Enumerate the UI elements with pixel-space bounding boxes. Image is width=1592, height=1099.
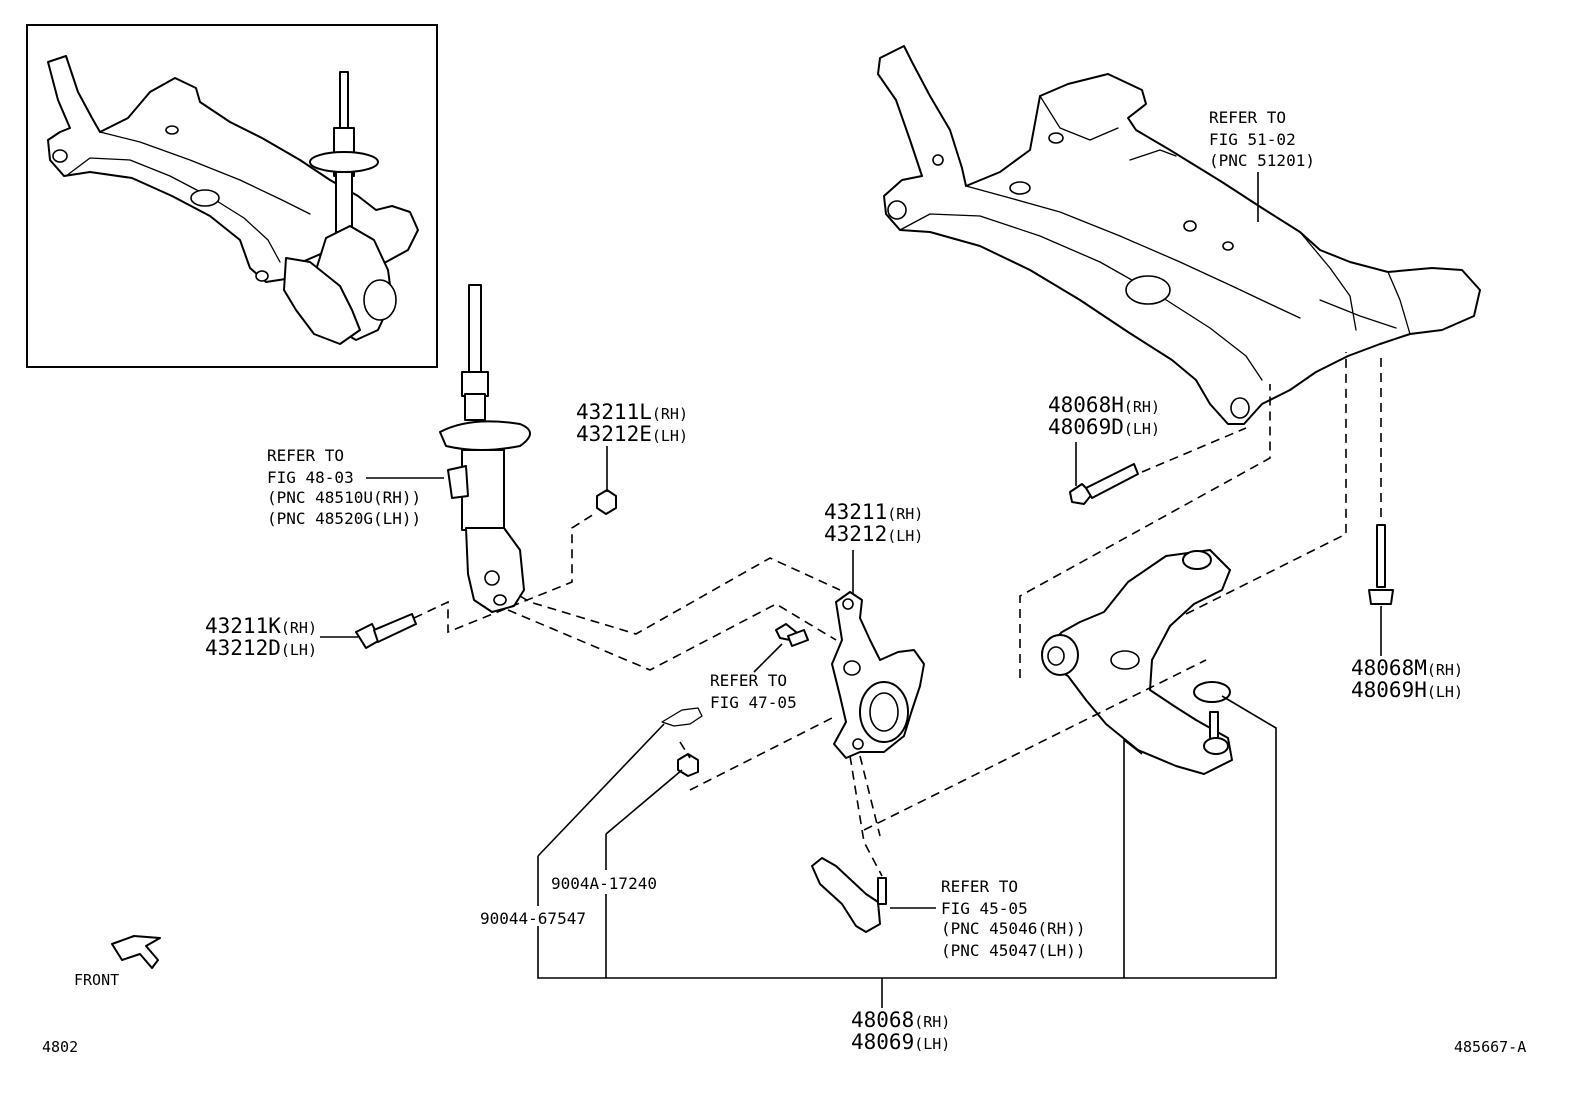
pn-90044-67547: 90044-67547 — [480, 909, 586, 928]
pn-43212E: 43212E(LH) — [576, 422, 688, 446]
ref-tierod-line4: (PNC 45047(LH)) — [941, 941, 1086, 960]
pn-43212D: 43212D(LH) — [205, 636, 317, 660]
pn-48069: 48069(LH) — [851, 1030, 950, 1054]
ref-strut-line4: (PNC 48520G(LH)) — [267, 509, 421, 528]
bolt-48068M-drawing — [1368, 524, 1394, 605]
illustration-number: 485667-A — [1454, 1038, 1526, 1056]
ref-knuckle-line2: FIG 47-05 — [710, 693, 797, 712]
ref-strut-line2: FIG 48-03 — [267, 468, 354, 487]
pn-48069D: 48069D(LH) — [1048, 415, 1160, 439]
pn-43211K: 43211K(RH) — [205, 614, 317, 638]
front-label: FRONT — [74, 971, 119, 989]
assembly-dashed-lines — [413, 352, 1382, 877]
bolt-48068H-drawing — [1069, 463, 1139, 505]
ref-strut-line1: REFER TO — [267, 446, 344, 465]
bolt-43211K-drawing — [355, 613, 417, 649]
ref-crossmember-line2: FIG 51-02 — [1209, 130, 1296, 149]
pn-48068: 48068(RH) — [851, 1008, 950, 1032]
ref-knuckle-line1: REFER TO — [710, 671, 787, 690]
bolt-knuckle-drawing — [775, 623, 809, 647]
ref-strut-line3: (PNC 48510U(RH)) — [267, 488, 421, 507]
nut-43211L-drawing — [596, 489, 617, 515]
nut-9004A-drawing — [677, 753, 699, 777]
front-arrow-icon — [111, 935, 161, 969]
pn-48068M: 48068M(RH) — [1351, 656, 1463, 680]
ref-crossmember-line1: REFER TO — [1209, 108, 1286, 127]
figure-number: 4802 — [42, 1038, 78, 1056]
pn-43211L: 43211L(RH) — [576, 400, 688, 424]
pn-43212: 43212(LH) — [824, 522, 923, 546]
pn-48069H: 48069H(LH) — [1351, 678, 1463, 702]
leader-lines — [320, 172, 1382, 1008]
crossmember-drawing — [877, 45, 1481, 425]
ref-crossmember-line3: (PNC 51201) — [1209, 151, 1315, 170]
ref-tierod-line2: FIG 45-05 — [941, 899, 1028, 918]
inset-assembly-view — [26, 24, 438, 368]
knuckle-drawing — [831, 591, 925, 759]
ref-tierod-line1: REFER TO — [941, 877, 1018, 896]
ref-tierod-line3: (PNC 45046(RH)) — [941, 919, 1086, 938]
lower-arm-drawing — [1041, 549, 1233, 775]
cotter-pin-drawing — [661, 707, 703, 727]
tie-rod-end-drawing — [811, 857, 887, 933]
pn-9004A-17240: 9004A-17240 — [551, 874, 657, 893]
pn-48068H: 48068H(RH) — [1048, 393, 1160, 417]
pn-43211: 43211(RH) — [824, 500, 923, 524]
strut-drawing — [439, 284, 531, 613]
